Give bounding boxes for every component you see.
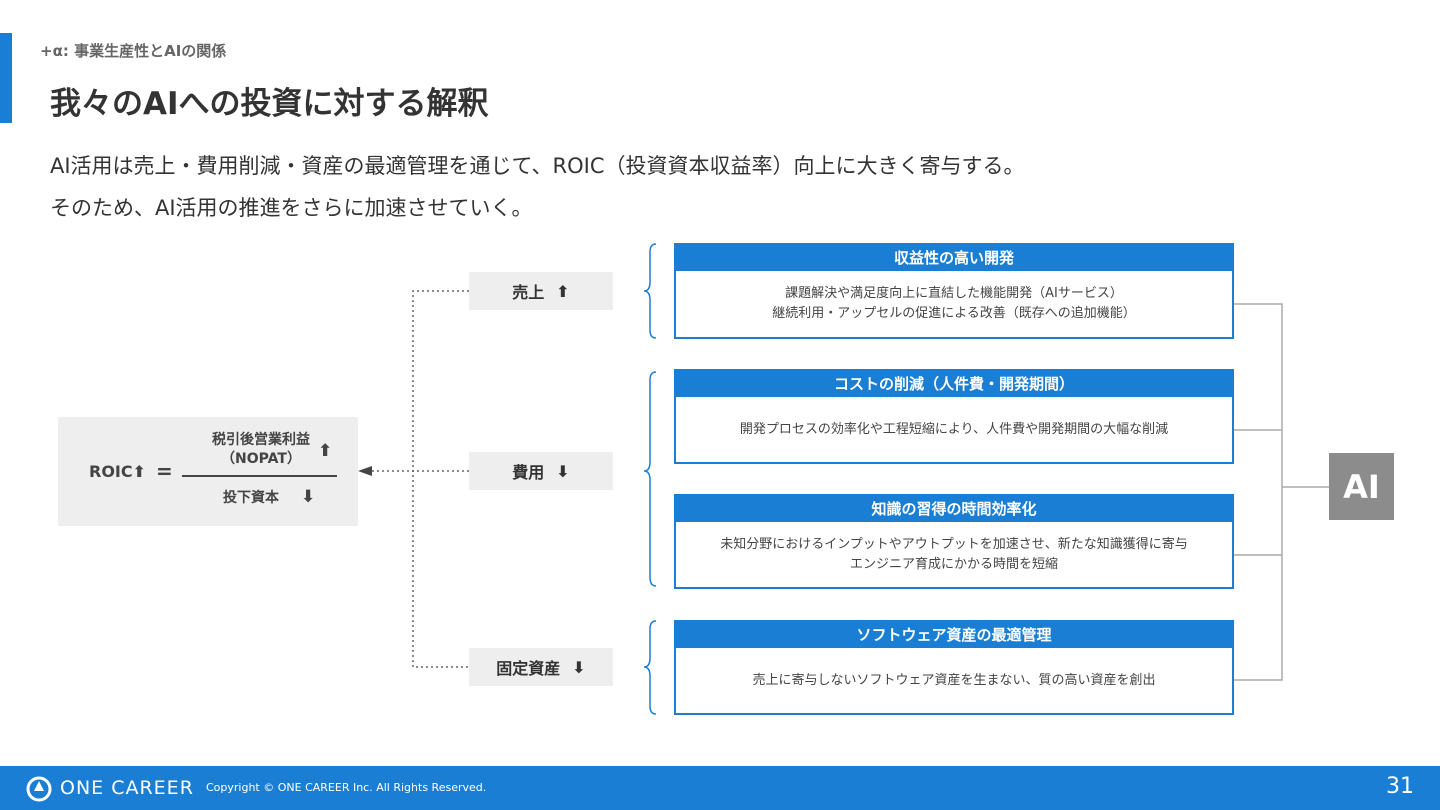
dotted-tree-connector (412, 290, 469, 668)
card-body: 課題解決や満足度向上に直結した機能開発（AIサービス） 継続利用・アップセルの促… (772, 286, 1136, 321)
numerator: 税引後営業利益 （NOPAT） (212, 432, 310, 467)
roic-formula-box: ROIC⬆ = 税引後営業利益 （NOPAT） ⬆ 投下資本 ⬇ (58, 417, 358, 526)
up-arrow-icon: ⬆ (132, 462, 147, 481)
arrow-head-icon (358, 466, 372, 476)
card-title: 収益性の高い開発 (676, 245, 1232, 271)
down-arrow-icon: ⬇ (572, 657, 586, 677)
category-fixed-assets: 固定資産⬇ (469, 648, 613, 686)
card-body: 開発プロセスの効率化や工程短縮により、人件費や開発期間の大幅な削減 (739, 421, 1169, 437)
denominator: 投下資本 (223, 490, 279, 506)
section-kicker: +α: 事業生産性とAIの関係 (40, 42, 227, 60)
roic-label: ROIC⬆ (89, 462, 147, 481)
card-title: 知識の習得の時間効率化 (676, 496, 1232, 522)
card-software-asset-management: ソフトウェア資産の最適管理 売上に寄与しないソフトウェア資産を生まない、質の高い… (674, 620, 1234, 715)
card-profitable-development: 収益性の高い開発 課題解決や満足度向上に直結した機能開発（AIサービス） 継続利… (674, 243, 1234, 339)
ai-connector-spine (1234, 303, 1283, 681)
card-knowledge-efficiency: 知識の習得の時間効率化 未知分野におけるインプットやアウトプットを加速させ、新た… (674, 494, 1234, 589)
card-body: 未知分野におけるインプットやアウトプットを加速させ、新たな知識獲得に寄与 エンジ… (720, 536, 1188, 572)
ai-box: AI (1329, 453, 1394, 520)
page-number: 31 (1386, 774, 1414, 799)
down-arrow-icon: ⬇ (301, 487, 316, 507)
card-title: コストの削減（人件費・開発期間） (676, 371, 1232, 397)
category-costs: 費用⬇ (469, 452, 613, 490)
onecareer-logo-icon (26, 776, 52, 802)
page-title: 我々のAIへの投資に対する解釈 (50, 86, 489, 122)
down-arrow-icon: ⬇ (556, 461, 570, 481)
footer-brand: ONE CAREER (60, 777, 194, 799)
lead-text-line1: AI活用は売上・費用削減・資産の最適管理を通じて、ROIC（投資資本収益率）向上… (50, 154, 1025, 178)
lead-text-line2: そのため、AI活用の推進をさらに加速させていく。 (50, 196, 533, 220)
equals-sign: = (156, 459, 173, 483)
fraction-line (182, 475, 337, 477)
brace-sales (643, 243, 657, 339)
category-sales: 売上⬆ (469, 272, 613, 310)
accent-bar (0, 33, 12, 123)
card-cost-reduction: コストの削減（人件費・開発期間） 開発プロセスの効率化や工程短縮により、人件費や… (674, 369, 1234, 464)
up-arrow-icon: ⬆ (318, 441, 333, 461)
brace-costs (643, 371, 657, 587)
footer: ONE CAREER Copyright © ONE CAREER Inc. A… (0, 766, 1440, 810)
footer-copyright: Copyright © ONE CAREER Inc. All Rights R… (206, 781, 487, 794)
card-title: ソフトウェア資産の最適管理 (676, 622, 1232, 648)
brace-assets (643, 620, 657, 715)
up-arrow-icon: ⬆ (556, 281, 570, 301)
card-body: 売上に寄与しないソフトウェア資産を生まない、質の高い資産を創出 (752, 672, 1156, 688)
